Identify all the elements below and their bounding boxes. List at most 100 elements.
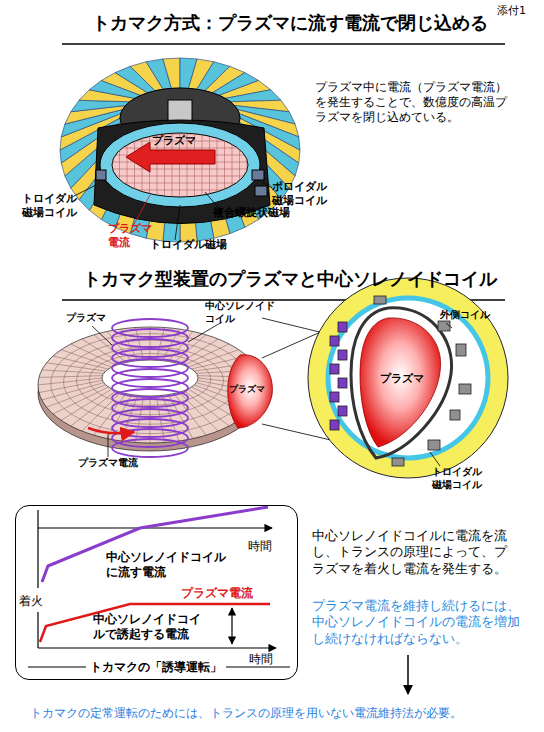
curve-label: プラズマ電流 [181,586,253,601]
current-span-arrow [231,608,232,644]
curve-label: 中心ソレノイドコイルに流す電流 [106,550,228,580]
plasma-torus-mesh-part [184,344,229,365]
toroidal-coil-ring-part [71,100,130,112]
plasma-grid-part [110,148,250,149]
outer-coil-block-part [456,344,466,356]
graph-axes-part [38,647,276,648]
central-solenoid-coil-part [112,439,188,457]
central-solenoid-coil-part [112,409,188,427]
torus-cutaway-part [100,123,260,207]
plasma-torus-mesh-part [42,383,104,400]
plasma-torus-mesh-part [89,353,211,405]
central-solenoid-block-part [330,392,339,402]
central-solenoid-coil-part [112,359,188,377]
plasma-torus-mesh-part [135,327,143,360]
central-solenoid-block-part [330,336,339,346]
part-label: プラズマ電流 [108,222,154,250]
plasma-torus-mesh-part [61,350,112,367]
plasma-cross-section [228,355,273,428]
part-label: プラズマ [229,384,265,395]
torus-cutaway-part [112,133,248,197]
graph-panel: 時間 中心ソレノイドコイルに流す電流着火 プラズマ電流中心ソレノイドコイルで誘起する… [15,505,298,680]
leader-line-part [188,322,222,342]
axis-label: 時間 [249,652,273,667]
leader-line-part [108,434,109,457]
outer-coil-block-part [428,440,440,450]
outer-coil-block [374,296,471,466]
outer-coil-block-part [374,296,386,304]
part-label: 外側コイル [440,309,490,322]
part-label: トロイダル磁場コイル [22,192,82,220]
plasma-current-line [40,604,270,642]
explanation-text: プラズマ電流を維持し続けるには、中心ソレノイドコイルの電流を増加し続けなければな… [312,598,524,647]
plasma-grid-part [247,130,248,200]
part-label: プラズマ [66,312,106,325]
plasma-grid-part [110,169,250,170]
plasma-grid-part [110,190,250,191]
plasma-grid-part [239,130,240,200]
central-solenoid-block [330,322,347,430]
part-label: ポロイダル磁場コイル [272,180,334,208]
graph-axes-part [37,612,38,648]
part-label: トロイダル磁場コイル [432,466,486,491]
plasma-torus-mesh-part [38,378,102,385]
cross-section-view [308,278,508,478]
plasma-torus-mesh-part [71,391,116,426]
leader-line [430,323,452,466]
attachment-number: 添付1 [497,4,526,18]
torus-cutaway-part [252,170,264,180]
outer-coil-block-part [392,458,404,466]
central-solenoid-coil-part [112,399,188,417]
plasma-torus-mesh-part [47,363,106,371]
outer-coil-block-part [459,384,471,394]
plasma-grid-part [134,130,135,200]
plasma-torus-mesh-part [184,391,229,426]
plasma-grid-part [110,197,250,198]
central-solenoid-block-part [330,420,339,430]
central-solenoid-coil-part [112,429,188,447]
torus-cutaway-part [96,170,106,180]
flow-arrow [407,655,409,694]
event-label: 着火 [19,594,43,609]
central-solenoid-block-part [330,364,339,374]
part-label: 中心ソレノイドコイル [205,300,277,325]
plasma-cross-section-part [228,355,273,428]
leader-line-part [430,452,440,466]
graph-axes-part [37,510,38,588]
central-solenoid-coil-part [112,369,188,387]
outer-coil-block-part [450,410,460,420]
outer-coil-block-part [438,321,450,331]
cross-section-view-part [351,308,452,458]
part-label: プラズマ電流 [78,457,138,470]
section-title: トカマク型装置のプラズマと中心ソレノイドコイル [70,268,510,291]
plasma-torus-mesh-part [156,327,164,360]
central-solenoid-block-part [338,406,347,416]
explanation-text: 中心ソレノイドコイルに電流を流し、トランスの原理によって、プラズマを着火し電流を… [312,528,510,577]
plasma-grid [110,130,255,200]
panel-caption: トカマクの「誘導運転」 [86,660,226,675]
conclusion-text: トカマクの定常運転のためには、トランスの原理を用いない電流維持法が必要。 [30,706,540,721]
solenoid-current-line [42,507,268,582]
plasma-current-arrow [88,428,134,433]
page-title: トカマク方式：プラズマに流す電流で閉じ込める [75,12,505,35]
plasma-grid-part [110,183,250,184]
part-label: プラズマ [380,372,424,386]
plasma-torus-mesh-part [53,387,108,414]
plasma-grid-part [119,130,120,200]
part-label: トロイダル磁場 [150,238,227,252]
plasma-grid-part [232,130,233,200]
plasma-torus-mesh-part [174,335,206,363]
description-text: プラズマ中に電流（プラズマ電流）を発生することで、数億度の高温プラズマを閉じ込め… [315,80,511,125]
cross-section-view-part [308,278,508,478]
central-solenoid-coil-part [112,389,188,407]
plasma-torus-mesh-part [39,380,102,392]
plasma-torus-mesh-part [188,350,239,367]
plasma-grid-part [112,130,113,200]
plasma-torus-mesh-part [39,376,102,378]
curve-label: 中心ソレノイドコイルで誘起する電流 [93,612,205,642]
central-solenoid-block-part [338,378,347,388]
part-label: プラズマ [152,134,196,148]
plasma-torus-mesh-part [61,389,112,420]
plasma-grid-part [224,130,225,200]
